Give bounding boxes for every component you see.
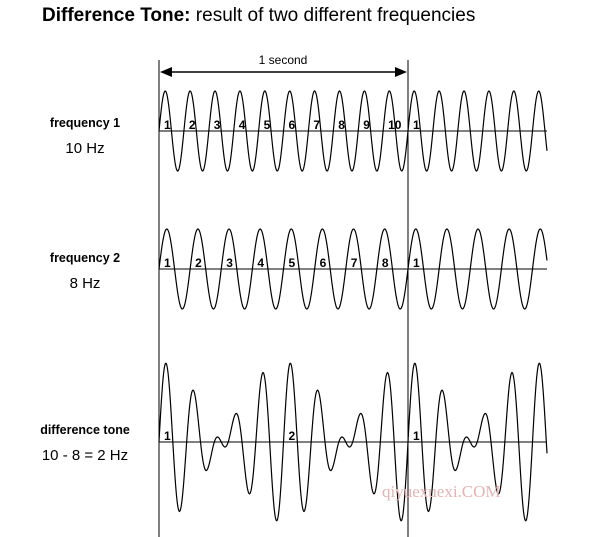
cycle-label: 9 — [363, 118, 370, 132]
cycle-label: 5 — [289, 256, 296, 270]
time-span-label: 1 second — [259, 53, 308, 67]
cycle-label: 4 — [239, 118, 246, 132]
frequency-1-waveform — [158, 90, 548, 172]
frequency-2-waveform — [158, 228, 548, 310]
row-name: frequency 2 — [49, 251, 121, 265]
row-value: 10 Hz — [65, 140, 105, 157]
cycle-label: 1 — [413, 118, 420, 132]
time-span-arrow — [160, 67, 407, 77]
cycle-label: 4 — [257, 256, 264, 270]
cycle-labels: 1 2 3 4 5 6 7 8 9 10 1 — [164, 118, 420, 132]
row-name: frequency 1 — [49, 116, 121, 130]
row-label-frequency-1: frequency 1 10 Hz — [0, 116, 170, 157]
cycle-label: 3 — [226, 256, 233, 270]
cycle-label: 6 — [289, 118, 296, 132]
cycle-label: 1 — [413, 256, 420, 270]
cycle-label: 8 — [338, 118, 345, 132]
row-difference-tone: 1 2 1 — [158, 362, 548, 522]
row-label-difference-tone: difference tone 10 - 8 = 2 Hz — [0, 423, 170, 464]
cycle-label: 1 — [164, 256, 171, 270]
cycle-label: 1 — [164, 429, 171, 443]
cycle-label: 6 — [320, 256, 327, 270]
watermark: qiyuexuexi.COM — [382, 482, 501, 501]
title-bold: Difference Tone: — [42, 5, 191, 26]
title-rest: result of two different frequencies — [190, 5, 476, 26]
row-value: 8 Hz — [69, 275, 101, 292]
cycle-label: 5 — [264, 118, 271, 132]
difference-tone-waveform — [158, 362, 548, 522]
cycle-label: 1 — [413, 429, 420, 443]
page-title: Difference Tone: result of two different… — [42, 5, 475, 27]
cycle-label: 2 — [189, 118, 196, 132]
cycle-label: 10 — [388, 118, 402, 132]
cycle-label: 2 — [289, 429, 296, 443]
cycle-label: 1 — [164, 118, 171, 132]
cycle-label: 3 — [214, 118, 221, 132]
row-name: difference tone — [40, 423, 130, 437]
cycle-label: 8 — [382, 256, 389, 270]
cycle-label: 7 — [313, 118, 320, 132]
cycle-label: 2 — [195, 256, 202, 270]
cycle-labels: 1 2 3 4 5 6 7 8 1 — [164, 256, 420, 270]
row-label-frequency-2: frequency 2 8 Hz — [0, 251, 170, 292]
row-frequency-1: 1 2 3 4 5 6 7 8 9 10 1 — [158, 90, 548, 172]
cycle-label: 7 — [351, 256, 358, 270]
row-value: 10 - 8 = 2 Hz — [41, 447, 129, 464]
cycle-labels: 1 2 1 — [164, 429, 420, 443]
row-frequency-2: 1 2 3 4 5 6 7 8 1 — [158, 228, 548, 310]
